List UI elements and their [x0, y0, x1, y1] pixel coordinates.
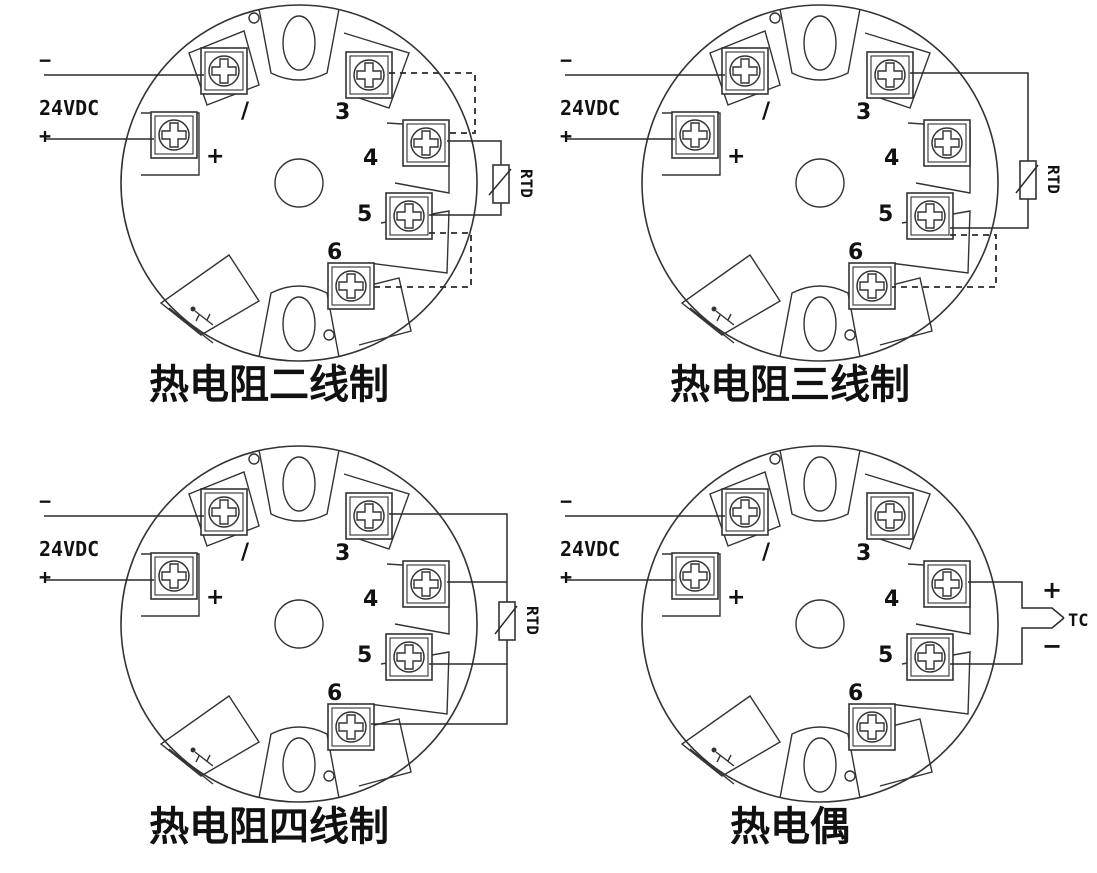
terminal-number-6: 6	[848, 240, 863, 265]
supply-plus-label: +	[39, 124, 51, 148]
terminal-number-6: 6	[327, 240, 342, 265]
transmitter-body	[120, 4, 478, 362]
terminal-5-screw-icon	[385, 192, 433, 240]
transmitter-body	[641, 4, 999, 362]
terminal-number-4: 4	[363, 146, 378, 171]
panel-thermocouple: / + 3 4 5 6 − 24VDC + + − TC 热电偶	[560, 445, 1088, 850]
terminal-3-screw-icon	[866, 51, 914, 99]
terminal-number-3: 3	[335, 541, 350, 566]
terminal-number-3: 3	[335, 100, 350, 125]
terminal-5-screw-icon	[385, 633, 433, 681]
terminal-4-screw-icon	[402, 560, 450, 608]
terminal-4-screw-icon	[923, 119, 971, 167]
terminal-6-screw-icon	[848, 703, 896, 751]
plus-terminal-mark: +	[727, 585, 745, 610]
terminal-number-5: 5	[878, 643, 893, 668]
supply-plus-label: +	[560, 565, 572, 589]
terminal-3-screw-icon	[345, 51, 393, 99]
rtd-label: RTD	[1044, 165, 1063, 194]
terminal-4-screw-icon	[402, 119, 450, 167]
terminal-3-screw-icon	[866, 492, 914, 540]
caption-two-wire: 热电阻二线制	[149, 362, 389, 408]
supply-voltage-label: 24VDC	[39, 96, 99, 120]
tc-label: TC	[1068, 611, 1088, 631]
terminal-number-3: 3	[856, 541, 871, 566]
supply-voltage-label: 24VDC	[560, 96, 620, 120]
terminal-5-screw-icon	[906, 633, 954, 681]
terminal-minus-screw-icon	[200, 488, 248, 536]
supply-minus-label: −	[39, 48, 51, 72]
terminal-4-screw-icon	[923, 560, 971, 608]
minus-terminal-mark: /	[762, 99, 771, 124]
terminal-number-5: 5	[357, 643, 372, 668]
terminal-plus-screw-icon	[671, 111, 719, 159]
terminal-plus-screw-icon	[150, 552, 198, 600]
terminal-number-3: 3	[856, 100, 871, 125]
terminal-6-screw-icon	[327, 703, 375, 751]
transmitter-body	[641, 445, 999, 803]
terminal-6-screw-icon	[848, 262, 896, 310]
caption-thermocouple: 热电偶	[730, 804, 850, 850]
minus-terminal-mark: /	[241, 540, 250, 565]
terminal-number-4: 4	[884, 146, 899, 171]
tc-minus-label: −	[1042, 632, 1062, 660]
caption-four-wire: 热电阻四线制	[149, 804, 389, 850]
terminal-minus-screw-icon	[721, 47, 769, 95]
plus-terminal-mark: +	[206, 585, 224, 610]
panel-three-wire: / + 3 4 5 6 − 24VDC + RTD 热电阻三线制	[560, 4, 1063, 408]
terminal-5-screw-icon	[906, 192, 954, 240]
minus-terminal-mark: /	[241, 99, 250, 124]
terminal-3-screw-icon	[345, 492, 393, 540]
terminal-number-4: 4	[363, 587, 378, 612]
rtd-label: RTD	[523, 606, 542, 635]
transmitter-body	[120, 445, 478, 803]
supply-voltage-label: 24VDC	[39, 537, 99, 561]
terminal-number-5: 5	[878, 202, 893, 227]
supply-minus-label: −	[560, 489, 572, 513]
supply-minus-label: −	[39, 489, 51, 513]
supply-plus-label: +	[560, 124, 572, 148]
terminal-number-4: 4	[884, 587, 899, 612]
terminal-6-screw-icon	[327, 262, 375, 310]
terminal-number-5: 5	[357, 202, 372, 227]
tc-plus-label: +	[1042, 576, 1062, 604]
terminal-number-6: 6	[848, 681, 863, 706]
terminal-plus-screw-icon	[150, 111, 198, 159]
terminal-minus-screw-icon	[200, 47, 248, 95]
terminal-number-6: 6	[327, 681, 342, 706]
terminal-plus-screw-icon	[671, 552, 719, 600]
rtd-label: RTD	[517, 169, 536, 198]
caption-three-wire: 热电阻三线制	[670, 362, 910, 408]
supply-minus-label: −	[560, 48, 572, 72]
terminal-minus-screw-icon	[721, 488, 769, 536]
plus-terminal-mark: +	[206, 144, 224, 169]
plus-terminal-mark: +	[727, 144, 745, 169]
panel-two-wire: / + 3 4 5 6 − 24VDC + RTD 热电阻二线制	[39, 4, 536, 408]
supply-voltage-label: 24VDC	[560, 537, 620, 561]
minus-terminal-mark: /	[762, 540, 771, 565]
supply-plus-label: +	[39, 565, 51, 589]
panel-four-wire: / + 3 4 5 6 − 24VDC + RTD 热电阻四线制	[39, 445, 542, 850]
